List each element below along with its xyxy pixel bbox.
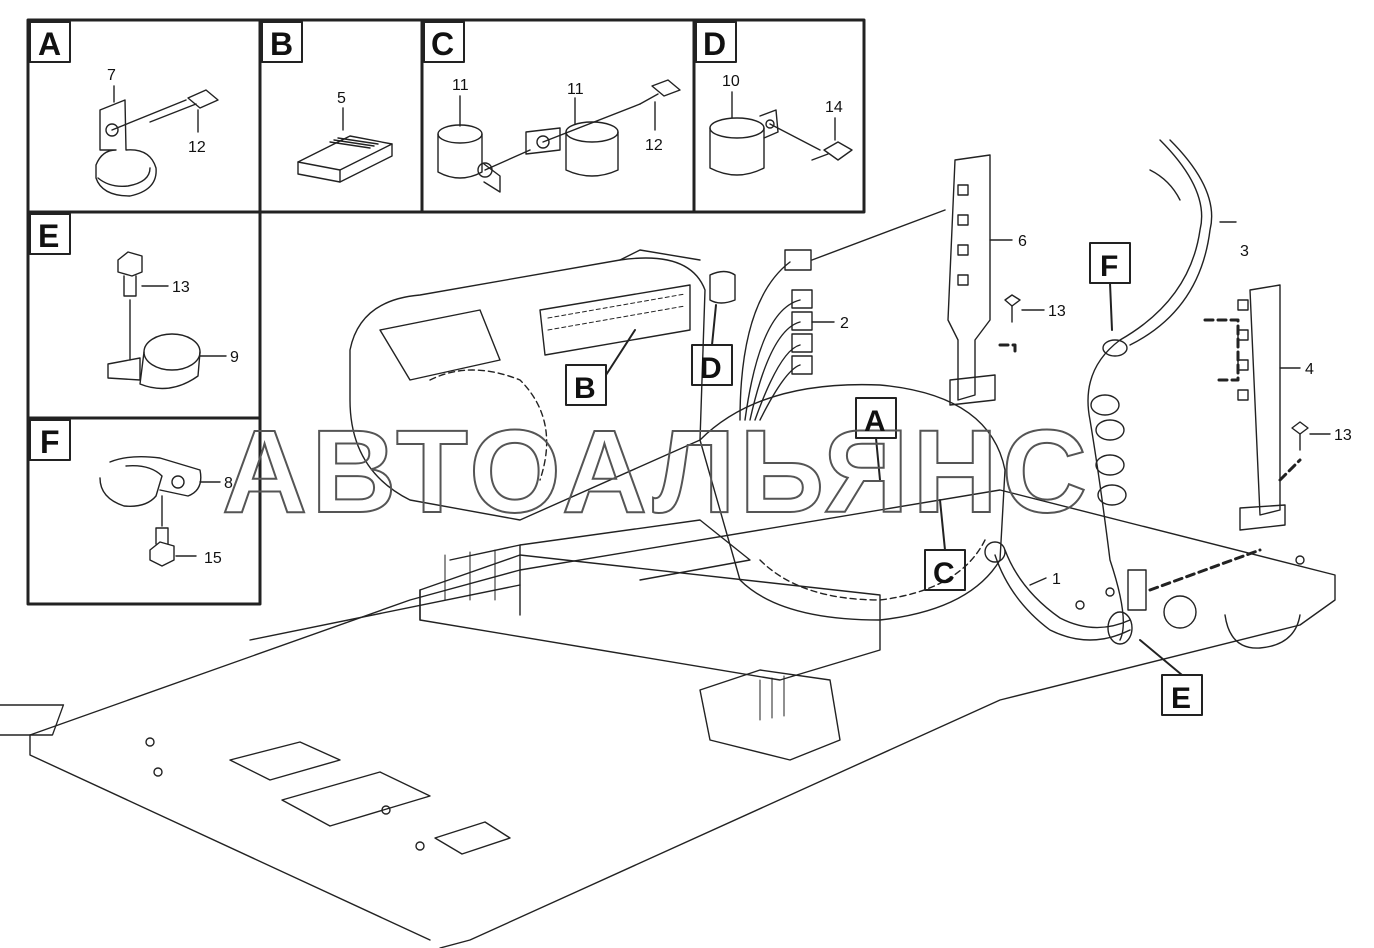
callout-4: 4 (1305, 361, 1314, 378)
panel-f-part-8: 8 (224, 475, 233, 492)
panel-a-tag: A (38, 26, 61, 62)
harness-3 (1087, 139, 1237, 641)
panel-tag-boxes (29, 21, 737, 461)
panel-b-part-5: 5 (337, 90, 346, 107)
callout-1: 1 (1052, 571, 1061, 588)
panel-d-clamp-drawing (709, 91, 853, 176)
main-tag-b: B (574, 372, 596, 405)
panel-c-part-12: 12 (645, 137, 663, 154)
main-location-tags (565, 242, 1203, 716)
watermark: АВТОАЛЬЯНС (222, 406, 1091, 538)
callout-13-upper: 13 (1048, 303, 1066, 320)
base-plate (0, 489, 1336, 948)
panel-a-part-7: 7 (107, 67, 116, 84)
panel-f-tag: F (40, 424, 60, 460)
panel-d-part-10: 10 (722, 73, 740, 90)
main-tag-e: E (1171, 682, 1191, 715)
panel-c-part-11a: 11 (452, 77, 469, 94)
panel-c-part-11b: 11 (567, 81, 584, 98)
callout-6: 6 (1018, 233, 1027, 250)
bracket-6 (947, 154, 1013, 406)
panel-d-part-14: 14 (825, 99, 843, 116)
callout-13-lower: 13 (1334, 427, 1352, 444)
harness-1 (984, 541, 1133, 645)
panel-e-tag: E (38, 218, 59, 254)
console-cover (349, 249, 706, 521)
panel-e-clamp-drawing (107, 251, 227, 390)
seat-pedestal (419, 519, 881, 761)
panel-c-tag: C (431, 26, 454, 62)
main-bolts-13 (1004, 294, 1331, 451)
panel-a-part-12: 12 (188, 139, 206, 156)
panel-e-part-9: 9 (230, 349, 239, 366)
panel-f-part-15: 15 (204, 550, 222, 567)
dashed-cables (998, 318, 1302, 592)
main-tag-c: C (933, 557, 955, 590)
detail-panel-frames (26, 18, 866, 606)
callout-2: 2 (840, 315, 849, 332)
main-tag-a: A (864, 405, 886, 438)
panel-c-clip-drawing (437, 79, 681, 193)
panel-a-clip-drawing (95, 85, 219, 197)
harness-2 (709, 209, 946, 421)
panel-d-tag: D (703, 26, 726, 62)
panel-f-clip-drawing (99, 455, 221, 567)
main-tag-d: D (700, 352, 722, 385)
panel-b-clip-drawing (297, 107, 393, 183)
callout-3: 3 (1240, 243, 1249, 260)
bracket-4 (1237, 284, 1301, 531)
panel-e-part-13: 13 (172, 279, 190, 296)
main-tag-f: F (1100, 250, 1118, 283)
panel-b-tag: B (270, 26, 293, 62)
